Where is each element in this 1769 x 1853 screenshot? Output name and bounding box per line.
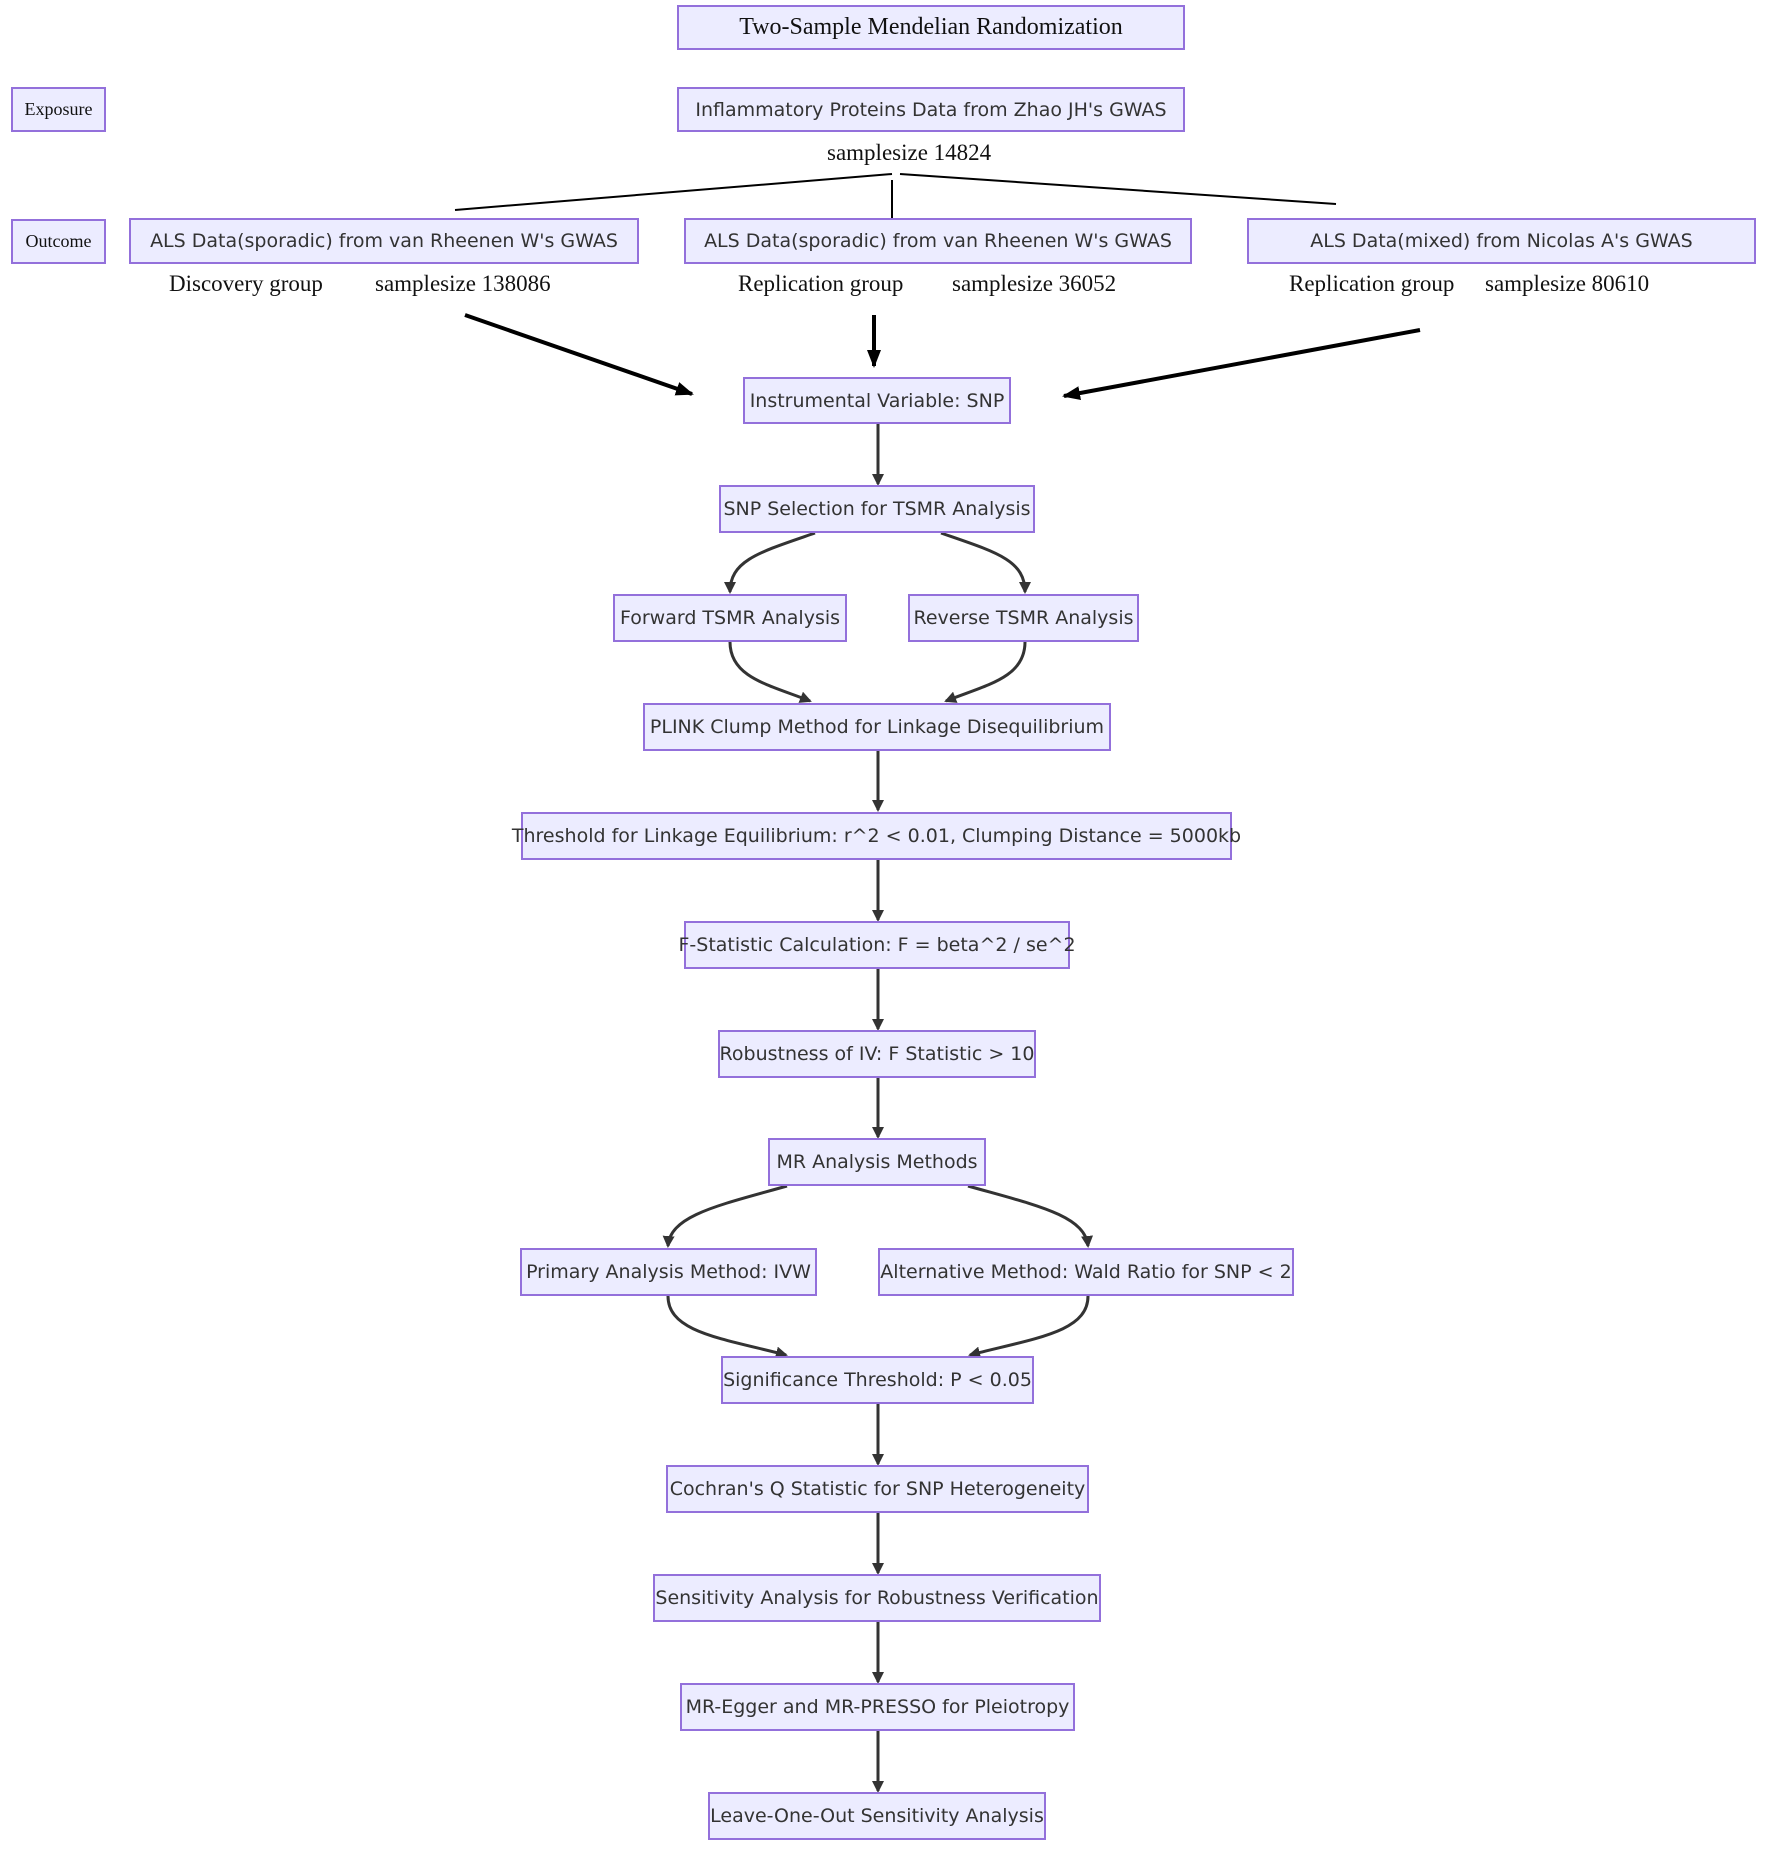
outcome-node-3: ALS Data(mixed) from Nicolas A's GWAS	[1247, 218, 1756, 264]
outcome-2-group: Replication group	[738, 271, 904, 296]
outcome-3-group: Replication group	[1289, 271, 1455, 296]
edge-exposure-to-outcome-1	[454, 173, 893, 211]
outcome-node-2: ALS Data(sporadic) from van Rheenen W's …	[684, 218, 1192, 264]
alternative-wald-node: Alternative Method: Wald Ratio for SNP <…	[878, 1248, 1294, 1296]
significance-node: Significance Threshold: P < 0.05	[721, 1356, 1034, 1404]
leave-one-out-node: Leave-One-Out Sensitivity Analysis	[708, 1792, 1046, 1840]
edge-primary-to-significance	[666, 1295, 788, 1359]
outcome-3-samplesize: samplesize 80610	[1485, 271, 1650, 296]
edge-reverse-to-plink	[944, 641, 1027, 703]
outcome-1-group: Discovery group	[169, 271, 323, 296]
plink-clump-node: PLINK Clump Method for Linkage Disequili…	[643, 703, 1111, 751]
edge-selection-to-forward	[724, 531, 816, 594]
snp-selection-node: SNP Selection for TSMR Analysis	[719, 485, 1035, 533]
reverse-tsmr-node: Reverse TSMR Analysis	[908, 594, 1139, 642]
sensitivity-node: Sensitivity Analysis for Robustness Veri…	[653, 1574, 1101, 1622]
outcome-2-samplesize: samplesize 36052	[952, 271, 1117, 296]
exposure-node: Inflammatory Proteins Data from Zhao JH'…	[677, 87, 1185, 132]
edge-exposure-to-outcome-3	[899, 173, 1337, 205]
edge-outcome-3-to-iv	[1062, 328, 1421, 400]
cochran-q-node: Cochran's Q Statistic for SNP Heterogene…	[666, 1465, 1089, 1513]
edge-selection-to-reverse	[940, 531, 1031, 594]
ld-threshold-node: Threshold for Linkage Equilibrium: r^2 <…	[512, 812, 1241, 860]
outcome-1-samplesize: samplesize 138086	[375, 271, 551, 296]
iv-node: Instrumental Variable: SNP	[743, 377, 1011, 424]
exposure-samplesize: samplesize 14824	[827, 140, 992, 165]
edge-mr-to-alternative	[967, 1184, 1093, 1248]
primary-ivw-node: Primary Analysis Method: IVW	[520, 1248, 817, 1296]
iv-robustness-node: Robustness of IV: F Statistic > 10	[718, 1030, 1036, 1078]
edge-mr-to-primary	[662, 1184, 788, 1248]
outcome-node-1: ALS Data(sporadic) from van Rheenen W's …	[129, 218, 639, 264]
edge-outcome-1-to-iv	[464, 313, 694, 396]
mr-methods-node: MR Analysis Methods	[768, 1138, 986, 1186]
forward-tsmr-node: Forward TSMR Analysis	[613, 594, 847, 642]
f-statistic-node: F-Statistic Calculation: F = beta^2 / se…	[678, 921, 1076, 969]
edge-forward-to-plink	[728, 641, 812, 703]
exposure-label-node: Exposure	[11, 87, 106, 132]
edge-alternative-to-significance	[968, 1295, 1090, 1359]
outcome-label-node: Outcome	[11, 219, 106, 264]
title-node: Two-Sample Mendelian Randomization	[677, 5, 1185, 50]
pleiotropy-node: MR-Egger and MR-PRESSO for Pleiotropy	[680, 1683, 1075, 1731]
